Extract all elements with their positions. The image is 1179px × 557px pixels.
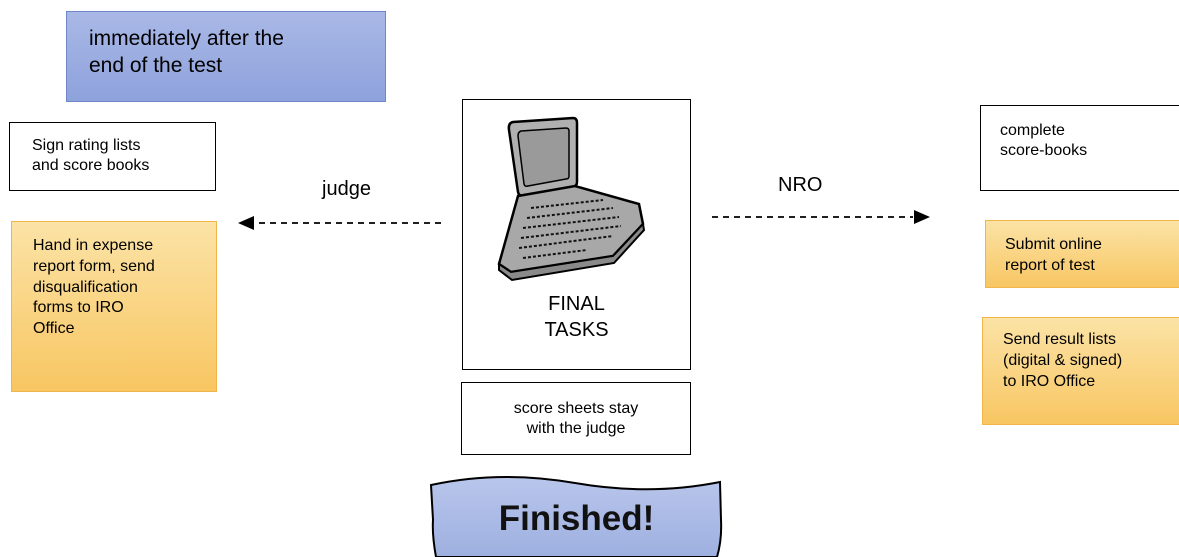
expense-line: Office bbox=[33, 320, 75, 338]
expense-line: disqualification bbox=[33, 278, 138, 296]
final-tasks-title: FINAL bbox=[548, 293, 605, 315]
sign-lists-line: and score books bbox=[32, 157, 150, 175]
expense-line: forms to IRO bbox=[33, 299, 124, 317]
complete-books-line: complete bbox=[1000, 122, 1065, 139]
timing-note: immediately after the end of the test bbox=[66, 11, 386, 102]
sign-lists-line: Sign rating lists bbox=[32, 137, 141, 154]
final-tasks-title: TASKS bbox=[544, 319, 609, 341]
submit-report-box: Submit online report of test bbox=[985, 220, 1179, 288]
submit-report-line: Submit online bbox=[1005, 236, 1102, 253]
score-sheets-box: score sheets stay with the judge bbox=[461, 382, 691, 455]
complete-books-box: complete score-books bbox=[980, 105, 1179, 191]
right-dashed-arrow bbox=[712, 210, 930, 224]
finished-label: Finished! bbox=[498, 499, 655, 538]
sign-lists-box: Sign rating lists and score books bbox=[9, 122, 216, 191]
send-results-line: Send result lists bbox=[1003, 331, 1116, 348]
nro-label: NRO bbox=[778, 174, 823, 196]
send-results-line: (digital & signed) bbox=[1003, 351, 1123, 369]
timing-note-line: immediately after the bbox=[89, 27, 284, 50]
judge-label: judge bbox=[322, 178, 371, 200]
expense-report-box: Hand in expense report form, send disqua… bbox=[11, 221, 217, 392]
send-results-line: to IRO Office bbox=[1003, 372, 1096, 390]
timing-note-line: end of the test bbox=[89, 54, 223, 78]
score-sheets-line: score sheets stay bbox=[513, 400, 639, 417]
left-dashed-arrow bbox=[238, 216, 441, 230]
score-sheets-line: with the judge bbox=[526, 420, 626, 438]
complete-books-line: score-books bbox=[1000, 142, 1088, 160]
final-tasks-box: FINAL TASKS bbox=[462, 99, 691, 370]
send-results-box: Send result lists (digital & signed) to … bbox=[982, 317, 1179, 425]
laptop-icon bbox=[497, 116, 646, 282]
expense-line: Hand in expense bbox=[33, 237, 154, 254]
submit-report-line: report of test bbox=[1005, 256, 1095, 274]
expense-line: report form, send bbox=[33, 257, 155, 275]
